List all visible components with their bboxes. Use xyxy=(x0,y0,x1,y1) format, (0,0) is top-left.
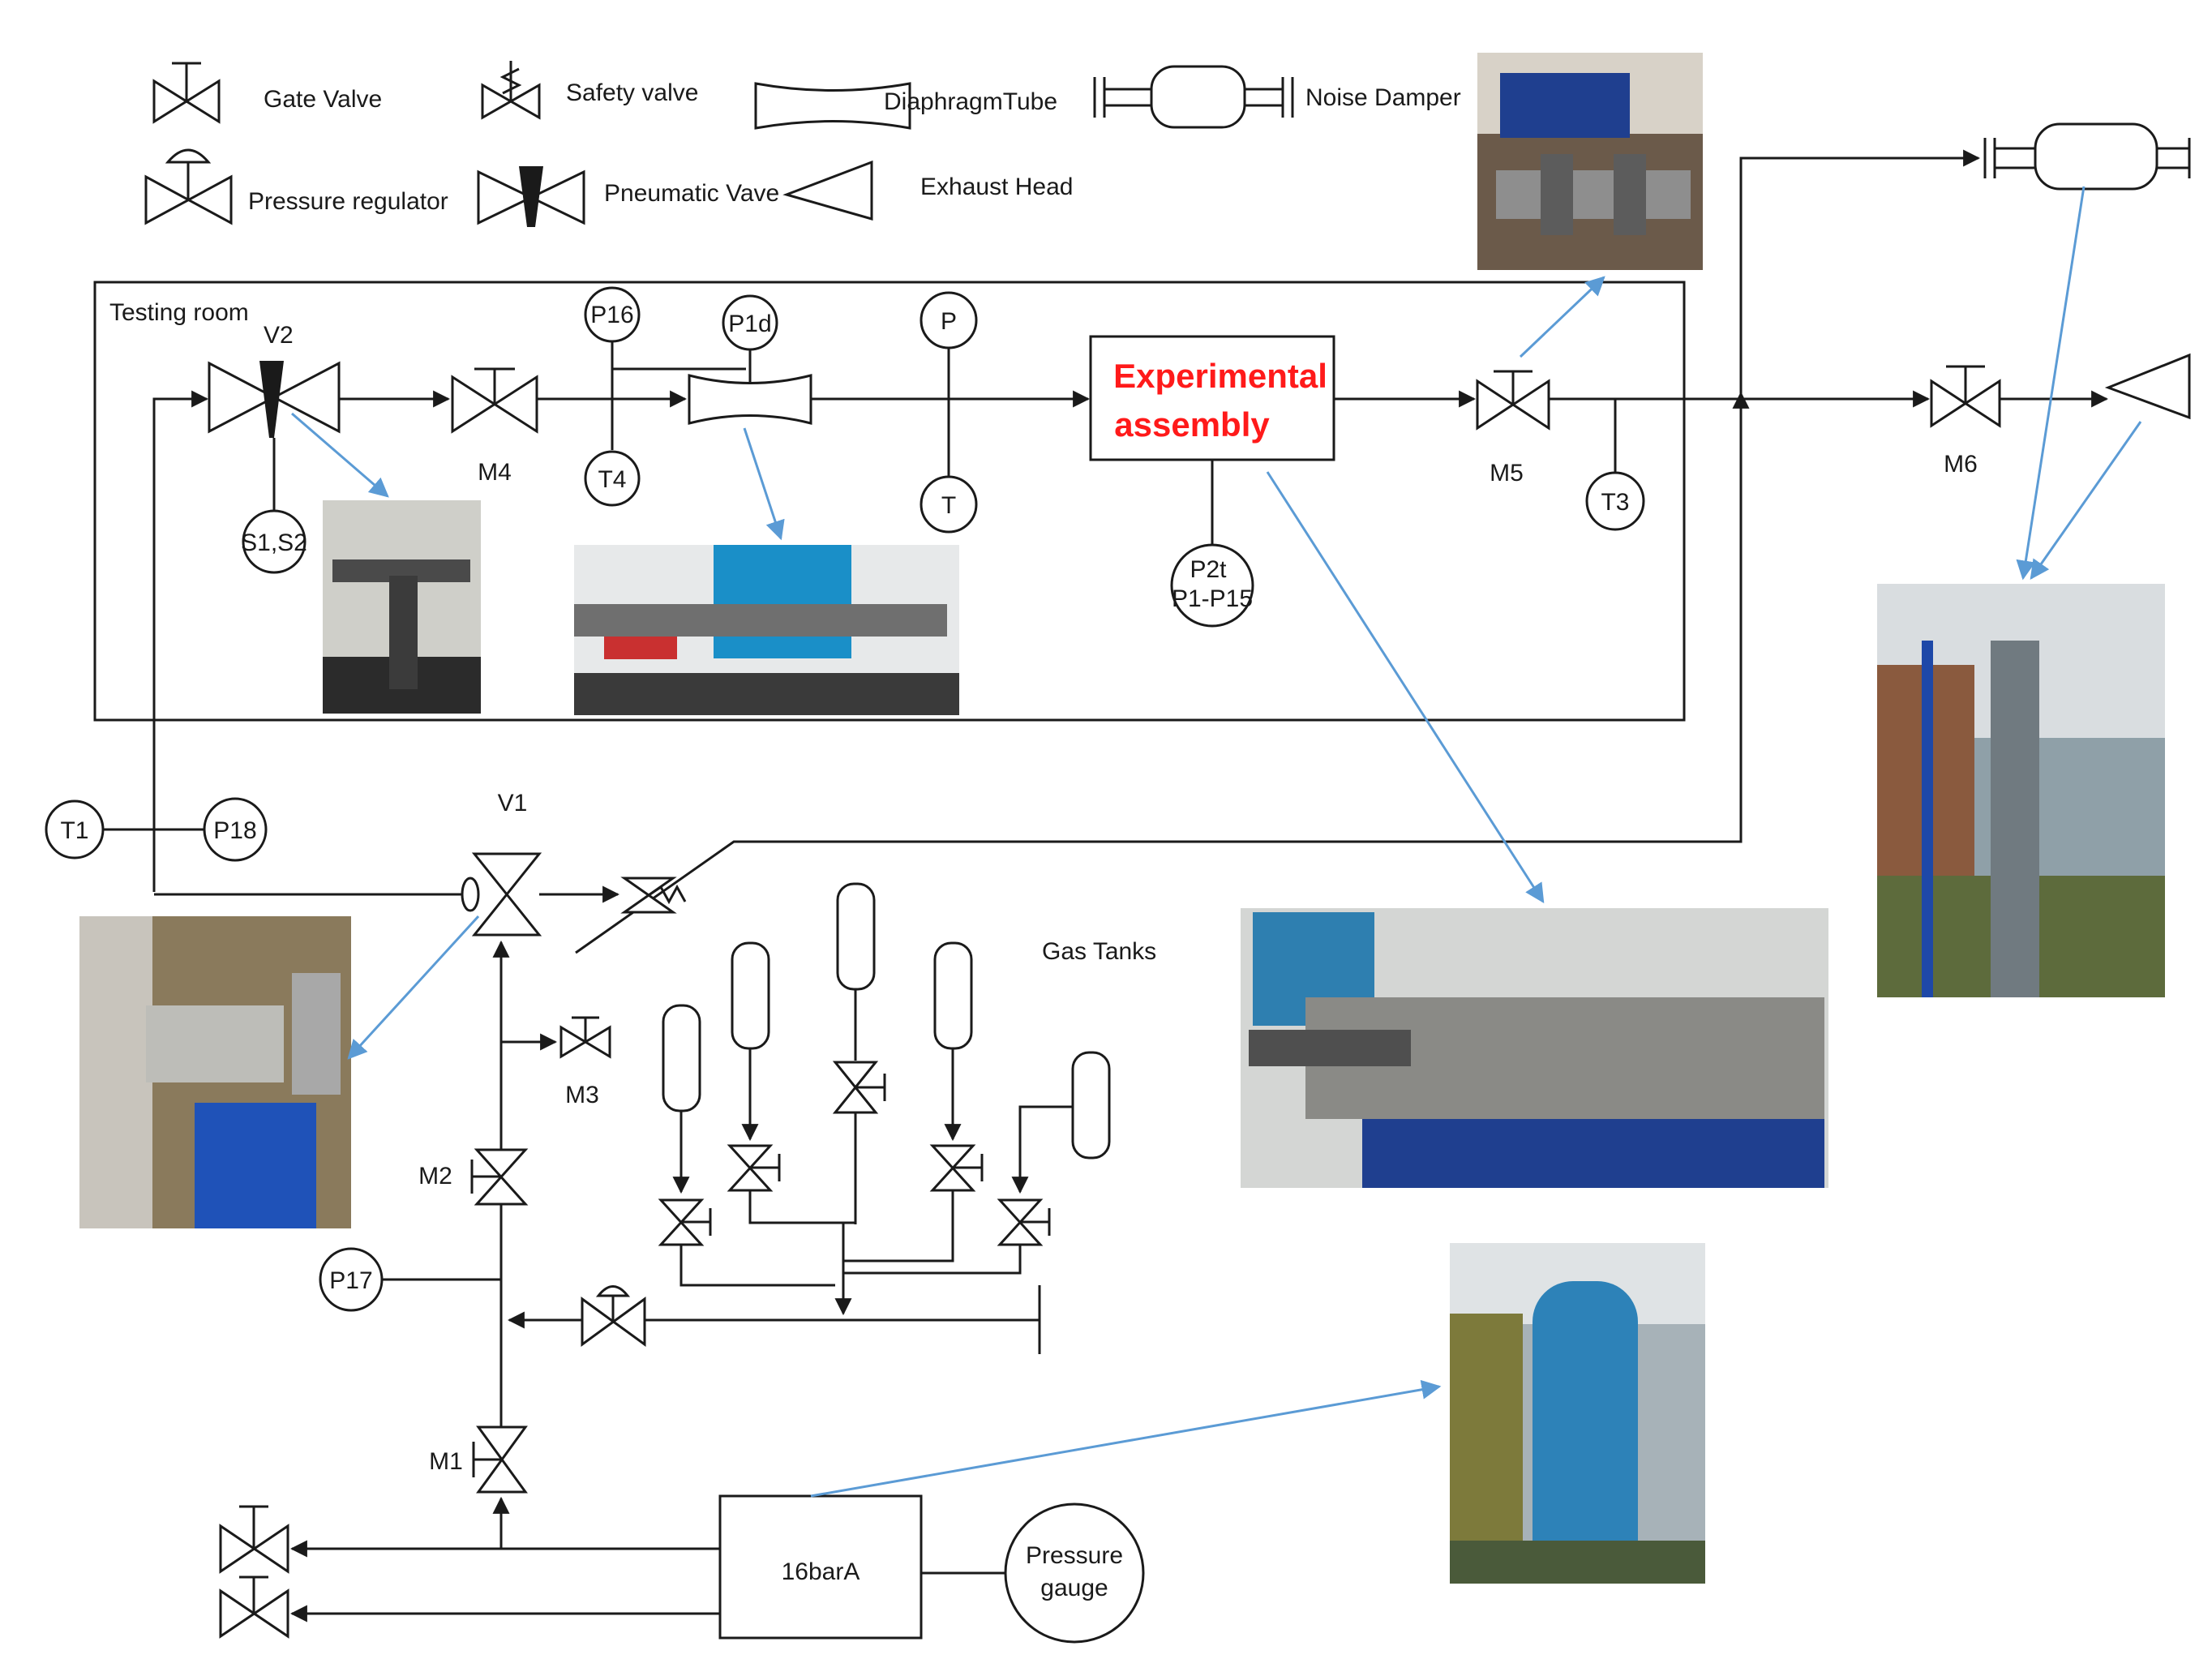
legend-gate-valve-icon xyxy=(152,62,221,124)
diaphragm-tube-icon xyxy=(688,374,812,425)
t4-sensor-label: T4 xyxy=(598,466,626,493)
gas-tank-3-icon xyxy=(832,882,886,1224)
legend-gate-valve-label: Gate Valve xyxy=(264,86,382,113)
noise-damper-icon xyxy=(1983,122,2191,191)
main-tank-label: 16barA xyxy=(782,1558,860,1585)
s1s2-sensor-label: S1,S2 xyxy=(241,529,307,556)
t-sensor xyxy=(920,475,978,534)
callout-noise-damper xyxy=(2016,186,2086,581)
manifold-tank-4 xyxy=(843,1190,954,1262)
v1-label: V1 xyxy=(498,790,528,817)
photo-pneumatic-valve xyxy=(1477,53,1703,270)
experimental-assembly-box xyxy=(1089,335,1335,461)
m3-label: M3 xyxy=(565,1082,599,1108)
testing-room-label: Testing room xyxy=(109,299,249,326)
line-to-noise-damper xyxy=(1739,149,1981,399)
p1d-sensor xyxy=(722,294,778,351)
pressure-gauge-label-2: gauge xyxy=(1040,1575,1108,1601)
m6-label: M6 xyxy=(1944,451,1978,478)
m4-label: M4 xyxy=(478,459,512,486)
testing-room-boundary xyxy=(93,281,1686,722)
t3-sensor-label: T3 xyxy=(1601,489,1629,516)
t-sensor-label: T xyxy=(941,492,956,519)
m1-label: M1 xyxy=(429,1448,463,1475)
legend-exhaust-head-label: Exhaust Head xyxy=(920,174,1073,200)
photo-experimental-assembly xyxy=(1241,908,1828,1188)
t4-sensor xyxy=(584,450,641,507)
s1s2-sensor xyxy=(242,509,307,574)
exhaust-head-icon xyxy=(2104,353,2191,420)
manifold-tank-2 xyxy=(748,1190,855,1224)
legend-diaphragm-tube-label: DiaphragmTube xyxy=(884,88,1057,115)
callout-exhaust xyxy=(2030,421,2142,580)
gas-tank-2-icon xyxy=(727,941,781,1192)
photo-diaphragm-tube xyxy=(574,545,959,715)
photo-v1-regulator xyxy=(79,916,351,1228)
pressure-gauge-label-1: Pressure xyxy=(1026,1542,1123,1569)
m5-label: M5 xyxy=(1490,460,1524,487)
manifold-pressure-regulator-icon xyxy=(581,1285,646,1347)
p-sensor-label: P xyxy=(941,308,957,335)
legend-pressure-regulator-icon xyxy=(144,148,233,225)
p2t-sensor xyxy=(1170,543,1254,628)
t1-sensor-label: T1 xyxy=(60,817,88,844)
bypass-line-m3 xyxy=(575,391,1750,954)
main-tank-box xyxy=(718,1494,923,1640)
gas-tank-1-icon xyxy=(658,1004,712,1246)
outlet-2-gate-valve-icon xyxy=(219,1575,289,1639)
pressure-gauge xyxy=(1004,1503,1145,1644)
photo-v2-valve xyxy=(323,500,481,714)
photo-air-tank xyxy=(1450,1243,1705,1584)
m2-label: M2 xyxy=(418,1163,452,1190)
p1d-sensor-label: P1d xyxy=(728,311,771,337)
p18-sensor-label: P18 xyxy=(213,817,256,844)
legend-pneumatic-valve-label: Pneumatic Vave xyxy=(604,180,779,207)
feed-line-to-v2 xyxy=(152,390,209,892)
gas-tank-5-icon xyxy=(997,1051,1111,1246)
legend: Gate Valve Safety valve DiaphragmTube No… xyxy=(144,61,1461,227)
p16-sensor-label: P16 xyxy=(590,302,633,328)
m1-gate-valve-icon xyxy=(472,1425,528,1494)
experimental-assembly-label-2: assembly xyxy=(1114,405,1270,444)
manifold-tank-1 xyxy=(679,1245,835,1287)
m3-gate-valve-icon xyxy=(559,1016,611,1059)
legend-safety-valve-label: Safety valve xyxy=(566,79,698,106)
t3-sensor xyxy=(1585,471,1645,531)
t1-p18-sensors xyxy=(45,797,268,862)
p2t-label-1: P2t xyxy=(1190,556,1227,583)
callout-v1 xyxy=(347,915,480,1060)
gas-tank-4-icon xyxy=(929,941,984,1192)
p17-sensor-label: P17 xyxy=(329,1267,372,1294)
legend-pneumatic-valve-icon xyxy=(477,166,585,227)
m2-gate-valve-icon xyxy=(470,1148,529,1206)
p17-sensor xyxy=(319,1247,384,1312)
p-sensor xyxy=(920,291,978,349)
manifold-tank-5 xyxy=(843,1245,1022,1275)
legend-exhaust-head-icon xyxy=(782,160,873,221)
legend-noise-damper-icon xyxy=(1093,65,1294,129)
callout-diaphragm xyxy=(743,427,785,541)
gas-tanks-label: Gas Tanks xyxy=(1042,938,1156,965)
experimental-assembly-label-1: Experimental xyxy=(1113,357,1327,395)
p2t-label-2: P1-P15 xyxy=(1172,585,1253,612)
photo-exhaust-stack xyxy=(1877,584,2165,997)
callout-m5 xyxy=(1519,276,1605,358)
outlet-1-gate-valve-icon xyxy=(219,1505,289,1574)
v2-label: V2 xyxy=(264,322,294,349)
callout-v2 xyxy=(291,412,389,498)
v2-pneumatic-valve-icon xyxy=(208,361,341,438)
v1-pressure-regulator-icon xyxy=(461,852,542,937)
legend-noise-damper-label: Noise Damper xyxy=(1305,84,1461,111)
p16-sensor xyxy=(584,286,641,343)
legend-pressure-regulator-label: Pressure regulator xyxy=(248,188,448,215)
legend-safety-valve-icon xyxy=(481,61,541,120)
legend-diaphragm-tube-icon xyxy=(754,82,911,130)
callout-tank xyxy=(810,1379,1442,1498)
m4-gate-valve-icon xyxy=(451,367,538,434)
safety-valve-icon xyxy=(620,877,687,914)
callout-assembly xyxy=(1266,471,1545,904)
m6-gate-valve-icon xyxy=(1930,365,2001,428)
m5-gate-valve-icon xyxy=(1476,370,1550,431)
